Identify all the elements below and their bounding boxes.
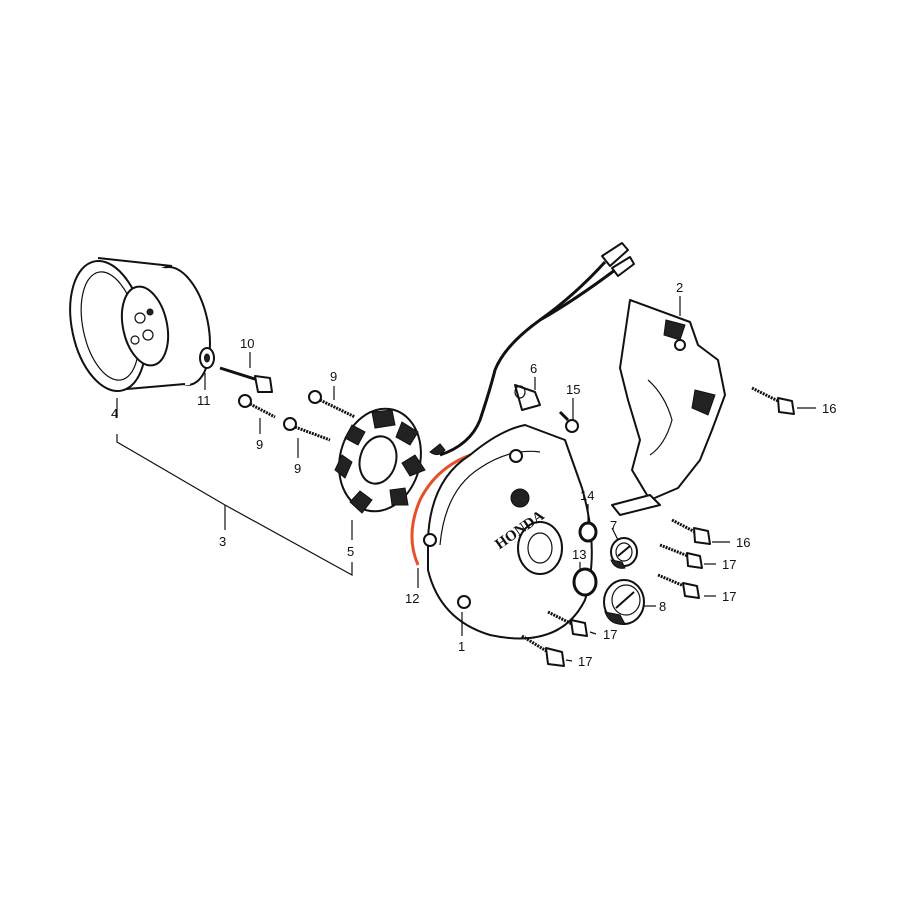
cap-8 xyxy=(603,579,645,625)
callout-9-top: 9 xyxy=(330,369,337,384)
callout-15: 15 xyxy=(566,382,580,397)
o-ring-14 xyxy=(578,521,598,543)
bolt-17-b xyxy=(657,573,700,599)
bolt-17-d xyxy=(521,634,565,667)
screw-9-bottom xyxy=(283,417,331,442)
callout-7: 7 xyxy=(610,518,617,533)
crankcase-cover: HONDA xyxy=(423,424,593,640)
callout-13: 13 xyxy=(572,547,586,562)
callout-8: 8 xyxy=(659,599,666,614)
callout-9-middle: 9 xyxy=(256,437,263,452)
callout-14: 14 xyxy=(580,488,594,503)
flywheel-rotor xyxy=(69,257,211,392)
callout-16-top: 16 xyxy=(822,401,836,416)
callout-16-bottom: 16 xyxy=(736,535,750,550)
callout-2: 2 xyxy=(676,280,683,295)
callout-17-c: 17 xyxy=(603,627,617,642)
wire-harness xyxy=(439,242,635,457)
callout-17-b: 17 xyxy=(722,589,736,604)
callout-5: 5 xyxy=(347,544,354,559)
stator xyxy=(334,407,446,514)
gasket-12 xyxy=(410,448,489,566)
callout-4: 4 xyxy=(111,406,118,421)
bolt-10 xyxy=(219,366,273,393)
bolt-17-a xyxy=(659,543,703,569)
washer-11 xyxy=(199,347,215,369)
screw-15 xyxy=(558,410,579,433)
callout-12: 12 xyxy=(405,591,419,606)
wire-clamp-6 xyxy=(514,384,541,411)
leader-lines xyxy=(116,296,816,662)
callout-11: 11 xyxy=(197,393,211,408)
callout-9-bottom: 9 xyxy=(294,461,301,476)
callout-1: 1 xyxy=(458,639,465,654)
screw-9-top xyxy=(308,390,356,419)
bolt-17-c xyxy=(547,610,588,637)
callout-10: 10 xyxy=(240,336,254,351)
sprocket-cover-bracket xyxy=(611,299,726,516)
screw-9-middle xyxy=(238,394,276,419)
bolt-16-top xyxy=(751,386,795,415)
callout-labels: 1 2 3 4 5 6 7 8 9 9 9 10 11 12 13 14 15 … xyxy=(111,280,836,669)
callout-17-d: 17 xyxy=(578,654,592,669)
bolt-16-bottom xyxy=(671,518,711,545)
o-ring-13 xyxy=(572,567,598,597)
cap-7 xyxy=(610,537,638,569)
callout-17-a: 17 xyxy=(722,557,736,572)
callout-6: 6 xyxy=(530,361,537,376)
callout-3: 3 xyxy=(219,534,226,549)
